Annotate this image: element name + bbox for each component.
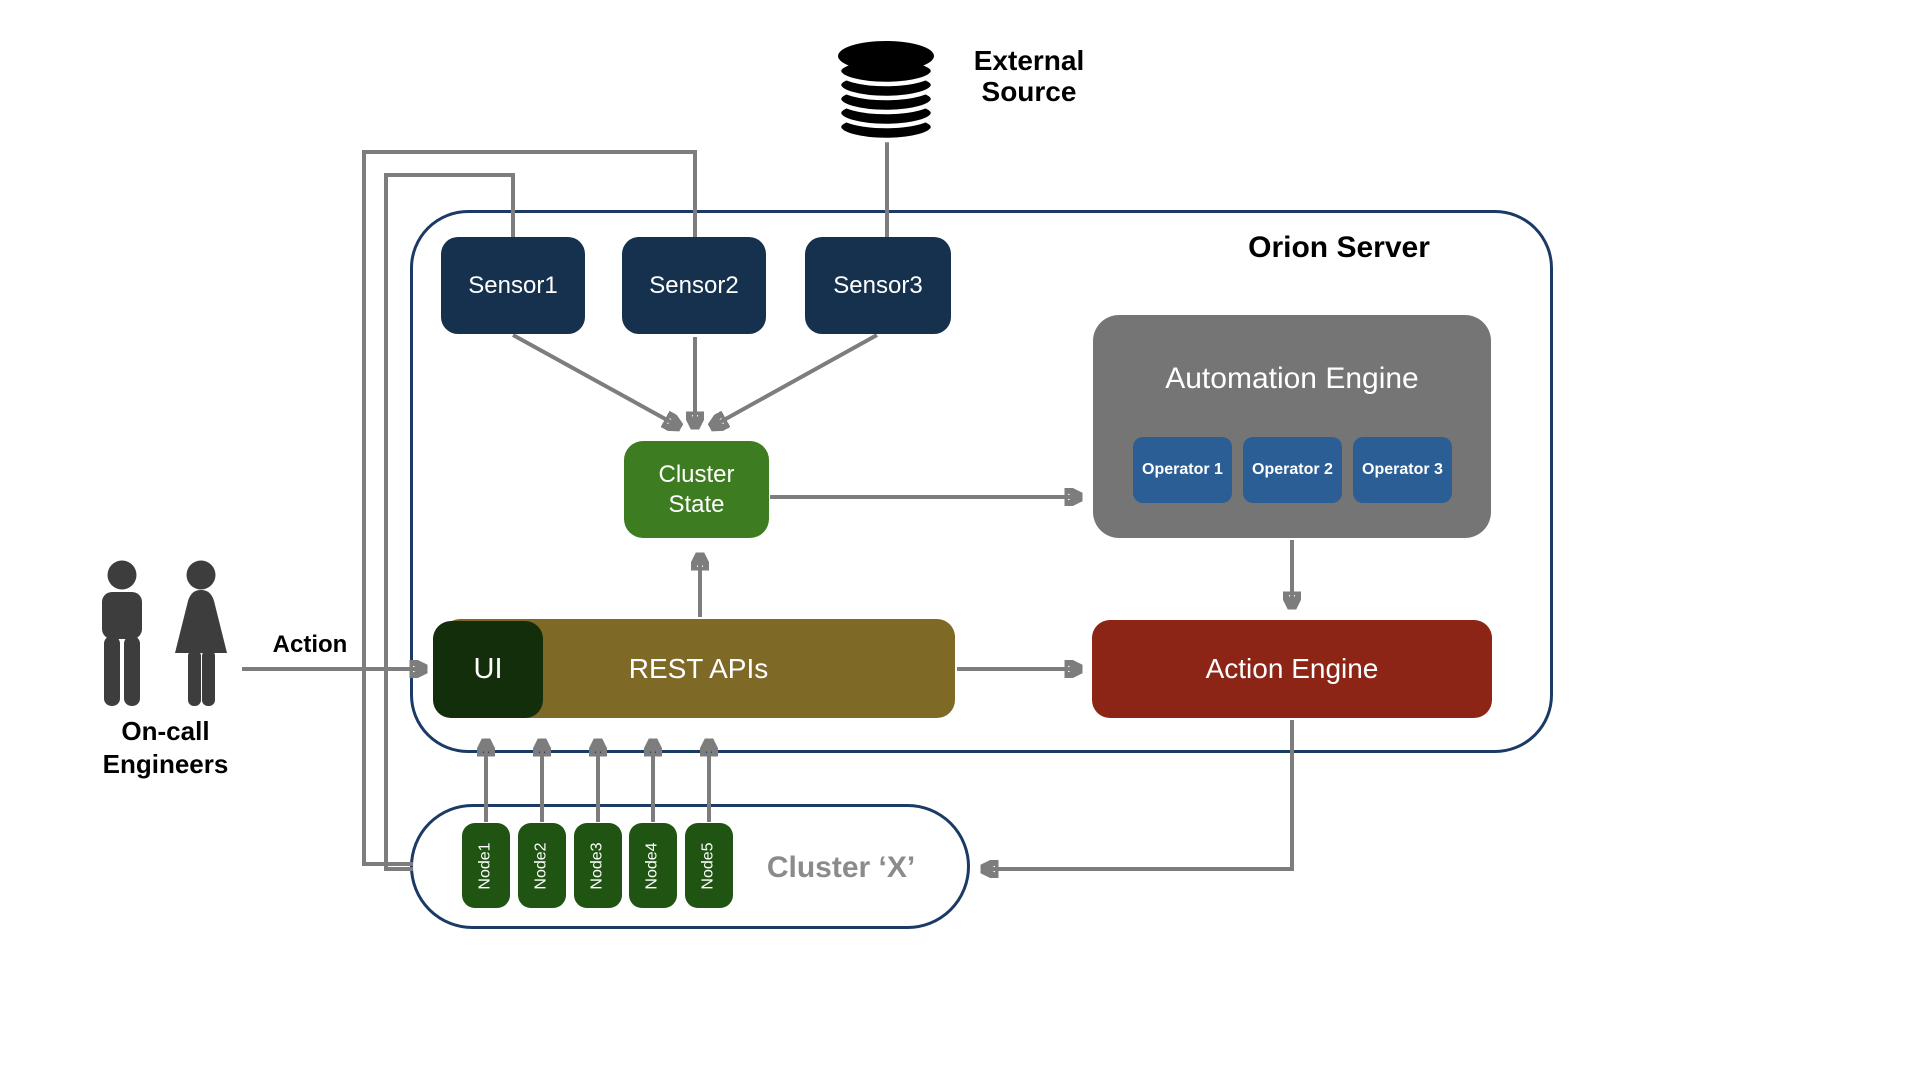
operator3-box: Operator 3 xyxy=(1353,437,1452,503)
node1-label: Node1 xyxy=(477,841,494,890)
node3-label: Node3 xyxy=(589,841,606,890)
cluster-x-label: Cluster ‘X’ xyxy=(766,851,916,884)
sensor3-label: Sensor3 xyxy=(833,271,923,299)
rest-apis-label: REST APIs xyxy=(628,652,769,684)
sensor3-box: Sensor3 xyxy=(805,237,951,334)
cluster-state-label: Cluster State xyxy=(658,460,735,518)
node2-box: Node2 xyxy=(518,823,566,908)
operator2-label: Operator 2 xyxy=(1252,461,1333,478)
action-engine-label: Action Engine xyxy=(1205,653,1379,684)
automation-engine-panel: Automation Engine Operator 1 Operator 2 … xyxy=(1093,315,1491,538)
sensor2-label: Sensor2 xyxy=(649,271,739,299)
on-call-engineers-label: On-call Engineers xyxy=(102,716,229,780)
action-engine-box: Action Engine xyxy=(1092,620,1492,718)
node1-box: Node1 xyxy=(462,823,510,908)
sensor1-box: Sensor1 xyxy=(441,237,585,334)
database-stack-icon xyxy=(835,38,937,149)
operator1-box: Operator 1 xyxy=(1133,437,1232,503)
node5-box: Node5 xyxy=(685,823,733,908)
woman-icon xyxy=(166,560,236,717)
node2-label: Node2 xyxy=(533,841,550,890)
operator1-label: Operator 1 xyxy=(1142,461,1223,478)
man-icon xyxy=(92,560,152,717)
node5-label: Node5 xyxy=(700,841,717,890)
cluster-x-container xyxy=(410,804,970,929)
sensor2-box: Sensor2 xyxy=(622,237,766,334)
ui-box: UI xyxy=(433,621,543,718)
arrow-sensor3-to-cluster-state xyxy=(713,333,878,426)
automation-engine-title: Automation Engine xyxy=(1165,362,1419,395)
external-source-label: External Source xyxy=(973,45,1085,107)
line-cluster-x-to-sensor2-feedback xyxy=(362,150,697,866)
ui-label: UI xyxy=(473,653,503,685)
node4-label: Node4 xyxy=(644,841,661,890)
cluster-state-box: Cluster State xyxy=(624,441,769,538)
node3-box: Node3 xyxy=(574,823,622,908)
node4-box: Node4 xyxy=(629,823,677,908)
arrow-action-engine-to-cluster-x xyxy=(984,720,1294,869)
line-cluster-x-to-sensor1-feedback xyxy=(384,173,515,871)
arrow-sensor1-to-cluster-state xyxy=(512,333,678,426)
sensor1-label: Sensor1 xyxy=(468,271,558,299)
operator3-label: Operator 3 xyxy=(1362,461,1443,478)
operator2-box: Operator 2 xyxy=(1243,437,1342,503)
orion-server-container xyxy=(410,210,1553,753)
orion-server-title: Orion Server xyxy=(1248,231,1430,264)
action-arrow-label: Action xyxy=(272,631,348,658)
